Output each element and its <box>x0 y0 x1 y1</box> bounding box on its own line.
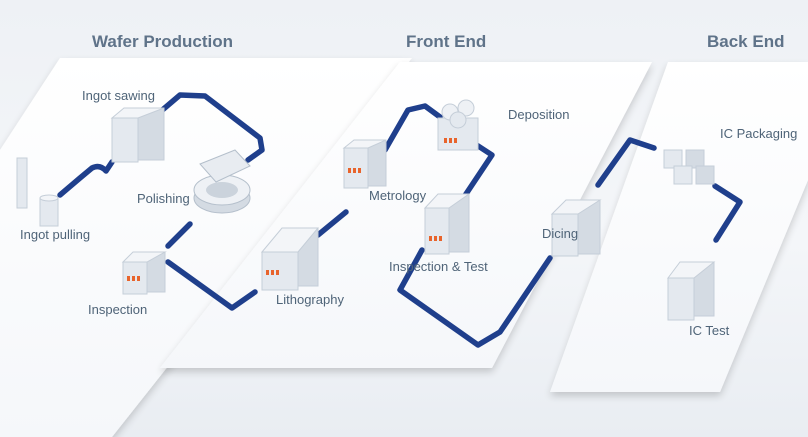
label-polishing: Polishing <box>137 191 190 206</box>
label-deposition: Deposition <box>508 107 570 122</box>
conveyor-pulling-to-sawing <box>57 159 115 198</box>
section-title-back-end: Back End <box>707 32 785 51</box>
label-dicing: Dicing <box>542 226 579 241</box>
label-ingot-pulling: Ingot pulling <box>20 227 91 242</box>
metrology-machine <box>342 139 387 189</box>
dicing-machine <box>550 199 602 257</box>
conveyor-inspection-to-lithography <box>165 259 258 311</box>
inspection-machine <box>121 251 167 295</box>
deposition-machine <box>437 99 479 151</box>
label-ingot-sawing: Ingot sawing <box>82 88 155 103</box>
conveyor-inspection-test-to-dicing <box>397 247 553 348</box>
ic-packaging-machines <box>663 149 715 185</box>
conveyor-dicing-to-packaging <box>595 137 657 188</box>
back-end-platform <box>550 62 808 392</box>
wafer-production-platform <box>0 58 412 437</box>
label-inspection-test: Inspection & Test <box>389 259 488 274</box>
conveyor-metrology-to-deposition <box>382 103 443 153</box>
label-ic-test: IC Test <box>689 323 730 338</box>
conveyor-lithography-to-metrology <box>315 209 349 238</box>
ic-test-machine <box>667 261 716 321</box>
section-title-front-end: Front End <box>406 32 487 51</box>
ingot-sawing-machine <box>110 107 165 163</box>
label-inspection: Inspection <box>88 302 148 317</box>
conveyor-polishing-to-inspection <box>165 221 193 249</box>
conveyor-sawing-to-polishing <box>157 92 265 163</box>
label-metrology: Metrology <box>369 188 427 203</box>
conveyor-packaging-to-ic-test <box>712 183 743 243</box>
section-title-wafer-production: Wafer Production <box>92 32 234 51</box>
conveyor-deposition-to-inspection-test <box>459 139 495 203</box>
label-ic-packaging: IC Packaging <box>720 126 798 141</box>
polishing-machine <box>193 149 251 214</box>
lithography-machine <box>260 227 320 291</box>
label-lithography: Lithography <box>276 292 344 307</box>
ingot-pulling-machine <box>16 157 59 227</box>
inspection-test-machine <box>423 193 471 255</box>
